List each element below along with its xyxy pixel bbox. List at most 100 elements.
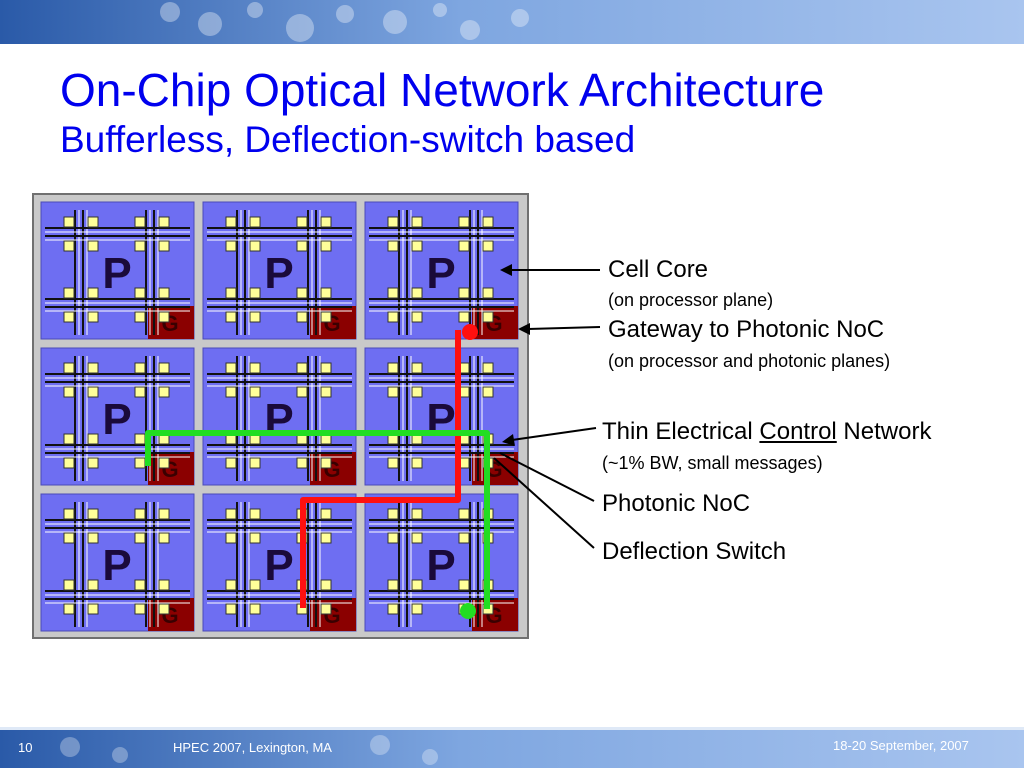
- arrowhead-icon: [502, 434, 515, 446]
- deflection-switch-node: [249, 508, 261, 520]
- deflection-switch-node: [482, 386, 494, 398]
- deflection-switch-node: [320, 362, 332, 374]
- deflection-switch-node: [320, 287, 332, 299]
- deflection-switch-node: [249, 457, 261, 469]
- control-network-label-part2: Network: [836, 418, 932, 445]
- deflection-switch-node: [158, 457, 170, 469]
- banner-dot: [247, 2, 263, 18]
- footer-dot: [422, 749, 438, 765]
- deflection-switch-node: [225, 603, 237, 615]
- deflection-switch-node: [411, 287, 423, 299]
- deflection-switch-node: [225, 216, 237, 228]
- deflection-switch-node: [458, 532, 470, 544]
- deflection-switch-node: [87, 311, 99, 323]
- banner-dot: [286, 14, 314, 42]
- deflection-switch-node: [249, 386, 261, 398]
- footer-dot: [60, 737, 80, 757]
- deflection-switch-node: [134, 532, 146, 544]
- arrowhead-icon: [500, 264, 512, 276]
- path-destination-dot: [460, 603, 476, 619]
- header-banner: [0, 0, 1024, 44]
- banner-dot: [336, 5, 354, 23]
- core-letter: P: [264, 395, 293, 444]
- deflection-switch-node: [249, 311, 261, 323]
- deflection-switch-node: [63, 362, 75, 374]
- deflection-switch-node: [387, 240, 399, 252]
- deflection-switch-node: [225, 579, 237, 591]
- deflection-switch-node: [158, 579, 170, 591]
- banner-dot: [160, 2, 180, 22]
- deflection-switch-node: [87, 433, 99, 445]
- core-letter: P: [264, 541, 293, 590]
- deflection-switch-node: [320, 216, 332, 228]
- core-letter: P: [426, 541, 455, 590]
- deflection-switch-node: [320, 532, 332, 544]
- footer-venue: HPEC 2007, Lexington, MA: [173, 740, 332, 755]
- deflection-switch-node: [296, 311, 308, 323]
- deflection-switch-node: [158, 386, 170, 398]
- processor-tile: GP: [202, 493, 357, 632]
- processor-tile: GP: [40, 347, 195, 486]
- deflection-switch-node: [296, 240, 308, 252]
- deflection-switch-node: [63, 216, 75, 228]
- deflection-switch-node: [387, 532, 399, 544]
- footer-banner: [0, 727, 1024, 768]
- deflection-switch-node: [225, 287, 237, 299]
- deflection-switch-node: [411, 216, 423, 228]
- processor-tile: GP: [364, 347, 519, 486]
- deflection-switch-node: [134, 216, 146, 228]
- deflection-switch-node: [387, 311, 399, 323]
- deflection-switch-node: [411, 240, 423, 252]
- deflection-switch-node: [134, 457, 146, 469]
- path-source-dot: [462, 324, 478, 340]
- deflection-switch-node: [411, 311, 423, 323]
- control-network-path: [145, 430, 490, 609]
- deflection-switch-node: [387, 579, 399, 591]
- deflection-switch-node: [158, 508, 170, 520]
- deflection-switch-node: [134, 311, 146, 323]
- deflection-switch-node: [411, 579, 423, 591]
- deflection-switch-node: [87, 532, 99, 544]
- core-letter: P: [102, 249, 131, 298]
- deflection-switch-node: [387, 508, 399, 520]
- control-network-label-underlined: Control: [759, 418, 837, 445]
- deflection-switch-node: [134, 386, 146, 398]
- core-letter: P: [102, 541, 131, 590]
- deflection-switch-node: [482, 287, 494, 299]
- deflection-switch-node: [225, 311, 237, 323]
- processor-tile: GP: [202, 347, 357, 486]
- deflection-switch-node: [411, 362, 423, 374]
- deflection-switch-node: [225, 532, 237, 544]
- footer-date: 18-20 September, 2007: [833, 738, 969, 753]
- deflection-switch-node: [134, 603, 146, 615]
- processor-tile: GP: [40, 201, 195, 340]
- deflection-switch-node: [458, 579, 470, 591]
- gateway-sublabel: (on processor and photonic planes): [608, 351, 891, 371]
- deflection-switch-node: [225, 386, 237, 398]
- control-network-label-part1: Thin Electrical: [602, 418, 760, 445]
- deflection-switch-node: [249, 532, 261, 544]
- deflection-switch-node: [296, 457, 308, 469]
- banner-dot: [433, 3, 447, 17]
- processor-tile: GP: [364, 201, 519, 340]
- deflection-switch-node: [87, 457, 99, 469]
- deflection-switch-node: [158, 311, 170, 323]
- deflection-switch-node: [134, 579, 146, 591]
- banner-dot: [460, 20, 480, 40]
- core-letter: P: [426, 249, 455, 298]
- footer-dot: [112, 747, 128, 763]
- deflection-switch-node: [482, 362, 494, 374]
- deflection-switch-node: [482, 311, 494, 323]
- deflection-switch-node: [296, 216, 308, 228]
- deflection-switch-node: [158, 216, 170, 228]
- deflection-switch-node: [249, 603, 261, 615]
- processor-tile: GP: [364, 493, 519, 632]
- deflection-switch-node: [387, 362, 399, 374]
- banner-dot: [383, 10, 407, 34]
- deflection-switch-node: [249, 216, 261, 228]
- banner-dot: [198, 12, 222, 36]
- deflection-switch-node: [249, 362, 261, 374]
- deflection-switch-node: [387, 386, 399, 398]
- deflection-switch-node: [87, 362, 99, 374]
